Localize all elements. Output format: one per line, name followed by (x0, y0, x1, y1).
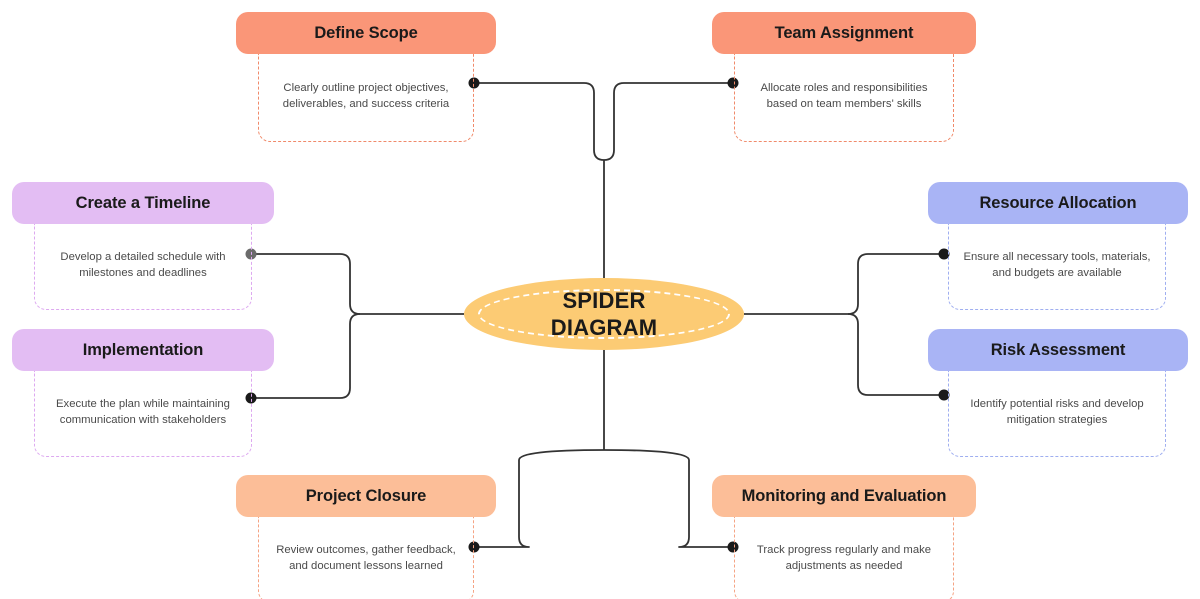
node-resource-allocation-header[interactable]: Resource Allocation (928, 182, 1188, 224)
node-implementation-body: Execute the plan while maintaining commu… (34, 371, 252, 457)
center-label-line-1: SPIDER (562, 288, 646, 313)
node-resource-allocation-body: Ensure all necessary tools, materials, a… (948, 224, 1166, 310)
node-define-scope-title: Define Scope (314, 23, 418, 42)
node-monitoring-and-evaluation-body: Track progress regularly and make adjust… (734, 517, 954, 599)
node-risk-assessment-description: Identify potential risks and develop mit… (970, 398, 1144, 426)
node-define-scope-header[interactable]: Define Scope (236, 12, 496, 54)
node-project-closure-header[interactable]: Project Closure (236, 475, 496, 517)
node-define-scope-body: Clearly outline project objectives, deli… (258, 54, 474, 142)
connector-create-a-timeline (251, 253, 361, 315)
node-team-assignment-body: Allocate roles and responsibilities base… (734, 54, 954, 142)
node-create-a-timeline-title: Create a Timeline (75, 193, 211, 212)
connector-define-scope (474, 82, 605, 161)
node-resource-allocation[interactable]: Resource Allocation Ensure all necessary… (928, 182, 1188, 310)
node-project-closure-body: Review outcomes, gather feedback, and do… (258, 517, 474, 599)
connector-resource-allocation (847, 253, 944, 315)
center-label-line-2: DIAGRAM (550, 315, 658, 340)
center-node-label: SPIDER DIAGRAM (551, 287, 658, 341)
node-define-scope[interactable]: Define Scope Clearly outline project obj… (236, 12, 496, 142)
node-risk-assessment-title: Risk Assessment (990, 340, 1126, 359)
node-risk-assessment[interactable]: Risk Assessment Identify potential risks… (928, 329, 1188, 457)
center-node[interactable]: SPIDER DIAGRAM (464, 278, 744, 350)
node-resource-allocation-description: Ensure all necessary tools, materials, a… (963, 251, 1151, 279)
node-create-a-timeline[interactable]: Create a Timeline Develop a detailed sch… (12, 182, 274, 310)
node-monitoring-and-evaluation-title: Monitoring and Evaluation (741, 486, 947, 505)
node-create-a-timeline-header[interactable]: Create a Timeline (12, 182, 274, 224)
node-team-assignment[interactable]: Team Assignment Allocate roles and respo… (712, 12, 976, 142)
node-implementation-description: Execute the plan while maintaining commu… (56, 398, 230, 426)
node-create-a-timeline-body: Develop a detailed schedule with milesto… (34, 224, 252, 310)
node-project-closure-description: Review outcomes, gather feedback, and do… (276, 544, 456, 572)
node-team-assignment-header[interactable]: Team Assignment (712, 12, 976, 54)
node-monitoring-and-evaluation-header[interactable]: Monitoring and Evaluation (712, 475, 976, 517)
node-create-a-timeline-description: Develop a detailed schedule with milesto… (60, 251, 226, 279)
node-implementation-header[interactable]: Implementation (12, 329, 274, 371)
node-resource-allocation-title: Resource Allocation (979, 193, 1137, 212)
node-team-assignment-title: Team Assignment (774, 23, 914, 42)
node-project-closure[interactable]: Project Closure Review outcomes, gather … (236, 475, 496, 599)
node-monitoring-and-evaluation[interactable]: Monitoring and Evaluation Track progress… (712, 475, 976, 599)
node-monitoring-and-evaluation-description: Track progress regularly and make adjust… (756, 544, 932, 572)
node-team-assignment-description: Allocate roles and responsibilities base… (760, 82, 928, 110)
connector-team-assignment (603, 82, 733, 161)
node-risk-assessment-body: Identify potential risks and develop mit… (948, 371, 1166, 457)
node-project-closure-title: Project Closure (305, 486, 427, 505)
node-implementation[interactable]: Implementation Execute the plan while ma… (12, 329, 274, 457)
node-define-scope-description: Clearly outline project objectives, deli… (282, 82, 450, 110)
node-risk-assessment-header[interactable]: Risk Assessment (928, 329, 1188, 371)
node-implementation-title: Implementation (82, 340, 204, 359)
